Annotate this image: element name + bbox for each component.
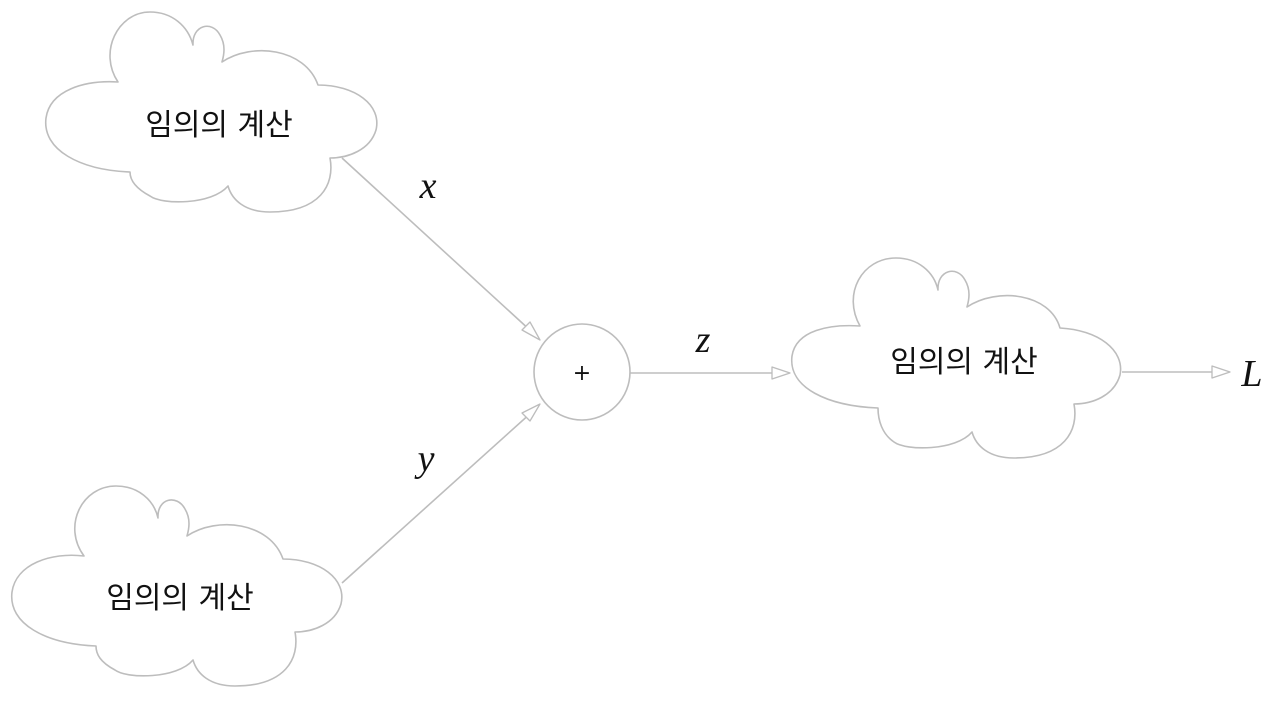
edge-z-arrowhead <box>771 366 791 380</box>
cloud-bottom-shape <box>11 485 343 687</box>
cloud-bottom-label: 임의의 계산 <box>106 581 254 616</box>
edge-z-label: z <box>695 319 711 361</box>
cloud-top-label: 임의의 계산 <box>145 108 293 143</box>
edge-x-arrowhead <box>521 321 541 341</box>
cloud-node-bottom: 임의의 계산 <box>11 485 343 687</box>
cloud-top-shape <box>45 11 378 213</box>
cloud-right-shape <box>791 257 1122 459</box>
edge-y: y <box>341 403 541 584</box>
cloud-node-top: 임의의 계산 <box>45 11 378 213</box>
edge-x-label: x <box>419 165 437 207</box>
add-node: + <box>533 323 631 421</box>
add-node-circle <box>533 323 631 421</box>
edge-x-line <box>341 157 533 333</box>
edge-output-label: L <box>1240 353 1262 395</box>
edge-output-arrowhead <box>1211 365 1231 379</box>
edge-y-arrowhead <box>521 403 541 422</box>
cloud-node-right: 임의의 계산 <box>791 257 1122 459</box>
edge-y-line <box>341 411 533 584</box>
cloud-right-label: 임의의 계산 <box>890 345 1038 380</box>
edge-z: z <box>630 319 791 380</box>
edge-y-label: y <box>414 438 435 480</box>
edge-output: L <box>1122 353 1263 395</box>
edge-x: x <box>341 157 541 341</box>
add-node-symbol: + <box>573 361 591 386</box>
